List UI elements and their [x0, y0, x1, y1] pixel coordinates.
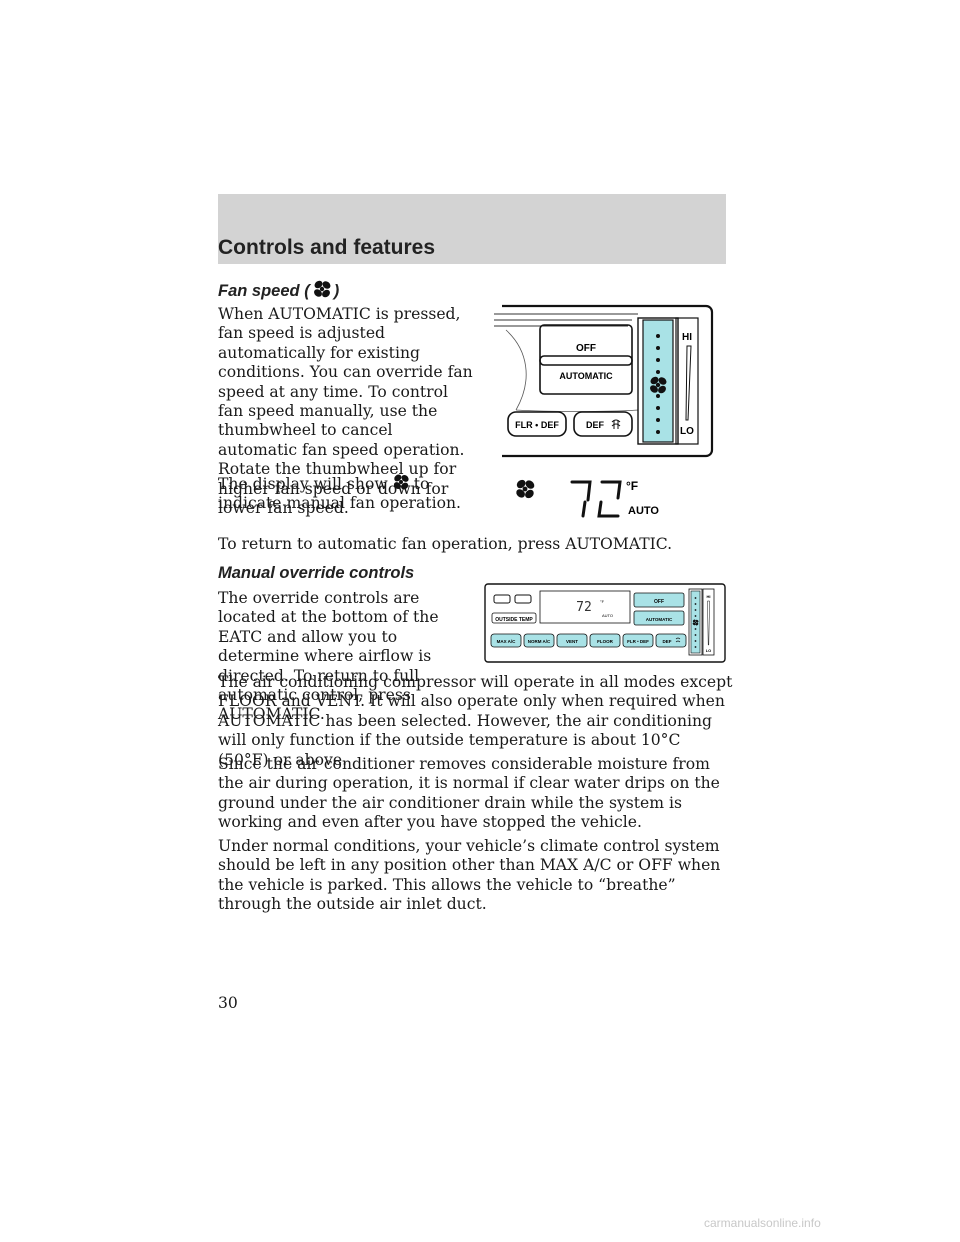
off-button-label: OFF	[576, 343, 596, 354]
eatc-lo-label: LO	[706, 648, 712, 653]
eatc-def-button[interactable]	[655, 633, 687, 648]
eatc-display-mode: AUTO	[602, 613, 613, 618]
automatic-button[interactable]	[539, 355, 633, 395]
fan-paragraph-1: When AUTOMATIC is pressed, fan speed is …	[218, 305, 473, 518]
fan-icon	[391, 473, 411, 491]
flr-def-button-label: FLR • DEF	[515, 420, 559, 430]
manual-override-heading: Manual override controls	[218, 564, 415, 582]
max-ac-button[interactable]	[490, 633, 522, 648]
override-paragraph-3: Since the air conditioner removes consid…	[218, 755, 720, 832]
temperature-digits	[570, 480, 622, 518]
off-button[interactable]	[539, 324, 633, 366]
override-paragraph-2: The air conditioning compressor will ope…	[218, 673, 733, 769]
eatc-off-label: OFF	[654, 599, 664, 605]
vent-button[interactable]	[556, 633, 588, 648]
eatc-hi-label: HI	[707, 594, 711, 599]
outside-temp-label: OUTSIDE TEMP	[495, 617, 533, 623]
fan-paragraph-2-after: to indicate manual fan operation.	[218, 475, 461, 513]
fan-icon	[515, 478, 536, 500]
eatc-def-label: DEF	[663, 639, 672, 644]
floor-button[interactable]	[589, 633, 621, 648]
footer-watermark: carmanualsonline.info	[704, 1216, 821, 1230]
def-button[interactable]	[573, 411, 633, 437]
lo-label: LO	[680, 426, 694, 437]
display-unit: °F	[626, 479, 638, 493]
eatc-display	[539, 590, 631, 624]
defrost-icon	[611, 419, 621, 429]
manual-fan-display-figure: 72 °F AUTO	[510, 472, 659, 518]
fan-control-panel-figure: OFF AUTOMATIC FLR • DEF DEF HI LO	[494, 304, 714, 458]
display-temp-value: 72	[510, 472, 512, 473]
header-band	[218, 194, 726, 264]
norm-ac-button[interactable]	[523, 633, 555, 648]
display-mode: AUTO	[628, 505, 659, 517]
eatc-flr-def-label: FLR • DEF	[627, 639, 649, 644]
automatic-button-label: AUTOMATIC	[559, 371, 613, 381]
vent-label: VENT	[566, 639, 578, 644]
fan-paragraph-2-before: The display will show	[218, 475, 388, 493]
override-paragraph-4: Under normal conditions, your vehicle’s …	[218, 837, 721, 914]
override-paragraph-1: The override controls are located at the…	[218, 589, 439, 724]
norm-ac-label: NORM A/C	[528, 639, 551, 644]
max-ac-label: MAX A/C	[497, 639, 517, 644]
eatc-off-button[interactable]	[633, 592, 685, 608]
eatc-display-temp: 72	[576, 600, 592, 615]
hi-label: HI	[682, 332, 692, 343]
eatc-automatic-label: AUTOMATIC	[646, 617, 673, 622]
defrost-icon	[675, 637, 681, 643]
floor-label: FLOOR	[597, 639, 613, 644]
eatc-automatic-button[interactable]	[633, 610, 685, 626]
fan-paragraph-3: To return to automatic fan operation, pr…	[218, 535, 673, 553]
fan-speed-heading-prefix: Fan speed (	[218, 282, 310, 300]
def-button-label: DEF	[586, 420, 605, 430]
page-number: 30	[218, 994, 238, 1012]
eatc-display-unit: °F	[600, 599, 605, 604]
fan-speed-heading-suffix: )	[333, 282, 340, 300]
fan-speed-heading: Fan speed ()	[218, 279, 339, 301]
page-title: Controls and features	[218, 236, 436, 259]
eatc-flr-def-button[interactable]	[622, 633, 654, 648]
eatc-panel-figure: OUTSIDE TEMP 72 °F AUTO OFF AUTOMATIC MA…	[484, 583, 726, 663]
flr-def-button[interactable]	[507, 411, 567, 437]
fan-icon	[312, 279, 332, 299]
